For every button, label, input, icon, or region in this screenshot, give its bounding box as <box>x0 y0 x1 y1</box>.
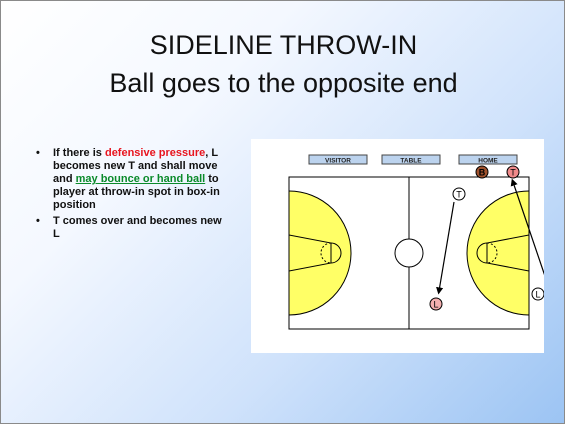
bullet-item: • T comes over and becomes new L <box>33 215 223 241</box>
bullet-item: • If there is defensive pressure, L beco… <box>33 147 223 212</box>
svg-text:T: T <box>456 190 462 200</box>
l-marker-side: L <box>531 287 545 301</box>
center-circle <box>394 238 424 268</box>
svg-text:T: T <box>510 168 516 178</box>
court-svg: VISITOR TABLE HOME <box>288 154 549 330</box>
bullet-text: , L becomes new T and shall move and <box>53 147 218 185</box>
t-to-l-arrow <box>436 201 455 295</box>
label-table: TABLE <box>381 154 441 165</box>
bullet-text: to player at throw-in spot in box-in pos… <box>53 173 220 211</box>
defensive-pressure-text: defensive pressure <box>104 147 206 159</box>
slide-title-line2: Ball goes to the opposite end <box>109 68 458 98</box>
bullet-dot: • <box>36 215 40 227</box>
l-to-t-arrow <box>510 178 549 286</box>
visitor-label: VISITOR <box>325 158 351 165</box>
home-label: HOME <box>478 158 498 165</box>
svg-text:L: L <box>535 290 540 300</box>
svg-text:B: B <box>479 168 486 178</box>
l-marker-red: L <box>429 297 443 311</box>
t-marker-top: T <box>506 165 520 179</box>
bullet-list: • If there is defensive pressure, L beco… <box>33 147 223 244</box>
bullet-text: T comes over and becomes new L <box>53 215 222 240</box>
bullet-text: If there is <box>53 147 105 159</box>
label-visitor: VISITOR <box>308 154 368 165</box>
slide-title-line1: SIDELINE THROW-IN <box>149 30 418 60</box>
court-diagram: VISITOR TABLE HOME <box>251 139 549 353</box>
b-marker: B <box>475 165 489 179</box>
t-marker-mid: T <box>452 187 466 201</box>
svg-text:L: L <box>433 300 438 310</box>
label-home: HOME <box>458 154 518 165</box>
bullet-dot: • <box>36 147 40 159</box>
court-paint <box>289 190 529 316</box>
bounce-hand-ball-text: may bounce or hand ball <box>75 173 206 185</box>
table-label: TABLE <box>400 158 422 165</box>
